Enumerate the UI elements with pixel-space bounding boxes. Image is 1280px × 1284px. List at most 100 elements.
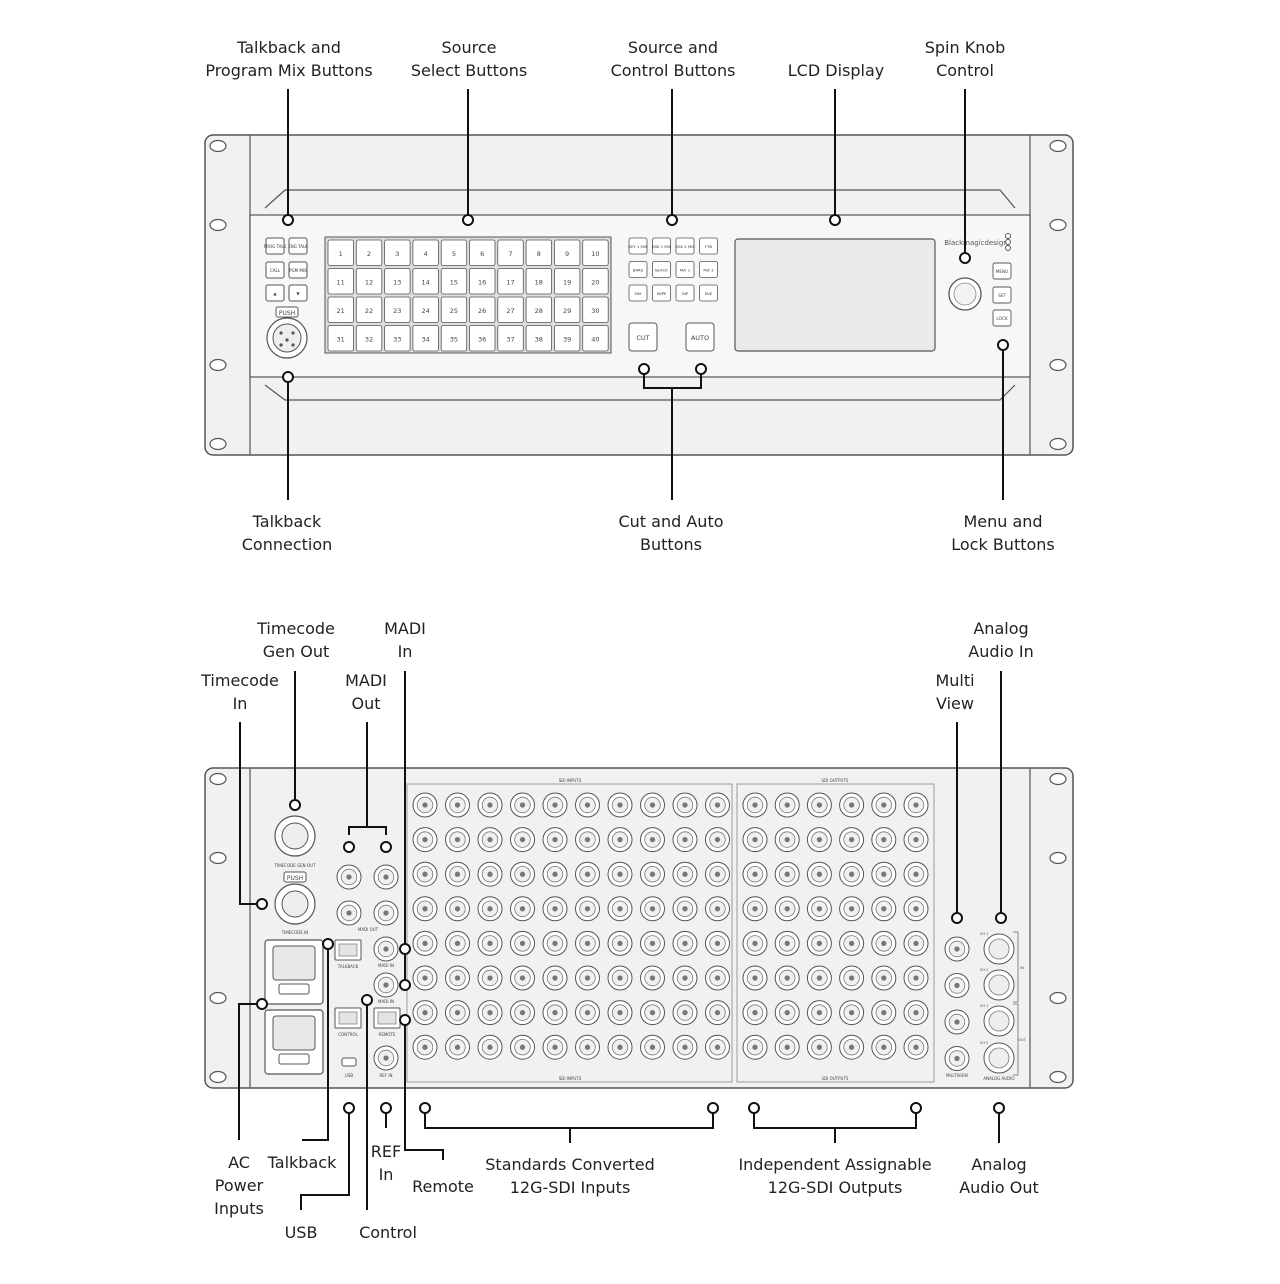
- control-button-label: DSK 2 MIX: [675, 244, 695, 249]
- sdi-input-bnc-pin: [422, 940, 428, 947]
- callout-dot: [419, 1102, 431, 1114]
- talkback-button: [265, 261, 285, 279]
- talkback-button: [265, 237, 285, 255]
- source-select-button: [384, 325, 411, 352]
- sdi-output-bnc-pin: [784, 975, 790, 981]
- callout-analog-audio-out: Analog Audio Out: [959, 1155, 1039, 1197]
- source-select-button: [384, 268, 411, 295]
- control-button: [675, 261, 695, 278]
- sdi-output-bnc-pin: [848, 836, 855, 843]
- sdi-input-bnc-pin: [584, 1009, 591, 1016]
- xlr-push-label: PUSH: [287, 875, 303, 882]
- sdi-input-bnc-pin: [552, 906, 558, 912]
- source-select-button: [327, 239, 354, 266]
- analog-out-label: OUT: [1018, 1038, 1026, 1042]
- source-select-button: [582, 296, 609, 323]
- madi-out-bnc-pin: [383, 874, 389, 880]
- sdi-output-bnc-pin: [784, 1009, 790, 1016]
- auto-button-label: AUTO: [691, 334, 709, 342]
- source-select-button: [497, 325, 524, 352]
- control-button: [675, 237, 695, 255]
- callout-dot: [748, 1102, 760, 1114]
- sdi-output-bnc-pin: [752, 871, 758, 877]
- sdi-output-bnc-pin: [752, 975, 758, 981]
- control-button-label: FTB: [705, 244, 712, 249]
- callout-dot: [361, 994, 373, 1006]
- xlr-pin: [291, 331, 295, 335]
- sdi-input-bnc-pin: [487, 871, 493, 877]
- callout-madi-in: MADI In: [384, 619, 426, 661]
- side-button-label: SET: [998, 293, 1006, 298]
- side-button: [992, 262, 1012, 280]
- sdi-output-bnc-pin: [913, 940, 919, 947]
- usb-port: [341, 1057, 357, 1067]
- callout-dot: [666, 214, 678, 226]
- sdi-output-bnc-pin: [848, 802, 855, 808]
- sdi-input-bnc-pin: [649, 871, 656, 877]
- sdi-output-bnc-pin: [752, 940, 758, 947]
- callout-timecode-gen-out: Timecode Gen Out: [257, 619, 335, 661]
- control-button: [628, 284, 648, 302]
- callout-dot: [993, 1102, 1005, 1114]
- rear-leader-line: [239, 722, 262, 905]
- talkback-button: [288, 237, 308, 255]
- sdi-input-bnc-pin: [714, 975, 721, 981]
- sdi-input-bnc-pin: [552, 802, 558, 808]
- control-button-label: BLACK: [655, 268, 668, 273]
- sdi-input-bnc-pin: [682, 975, 688, 981]
- source-select-label: 2: [367, 250, 371, 258]
- control-button-label: DSK 1 MIX: [652, 244, 672, 249]
- sdi-input-bnc-pin: [649, 906, 656, 912]
- source-select-button: [412, 296, 439, 323]
- sdi-input-bnc-pin: [584, 871, 591, 877]
- talkback-button-label: CALL: [270, 268, 281, 273]
- rear-leader-line: [302, 944, 329, 1141]
- sdi-input-bnc-pin: [487, 1044, 493, 1050]
- source-select-label: 18: [535, 279, 543, 287]
- source-select-label: 17: [506, 279, 514, 287]
- control-button-label: DVE: [705, 291, 713, 296]
- control-button: [675, 284, 695, 302]
- xlr-pin: [279, 331, 283, 335]
- timecode-gen-out-inner: [281, 822, 309, 850]
- sdi-outputs-label-top: SDI OUTPUTS: [822, 778, 849, 783]
- control-button: [699, 261, 718, 278]
- sdi-input-bnc-pin: [552, 975, 558, 981]
- rack-ear-hole: [1049, 358, 1067, 372]
- sdi-output-bnc-pin: [848, 975, 855, 981]
- sdi-output-bnc-pin: [881, 871, 887, 877]
- sdi-output-bnc-pin: [816, 906, 823, 912]
- source-select-label: 3: [395, 250, 399, 258]
- control-button: [652, 284, 671, 302]
- control-button-label: M/F 1: [680, 268, 691, 273]
- sdi-output-bnc-pin: [913, 906, 919, 912]
- source-select-button: [384, 239, 411, 266]
- callout-spin-knob: Spin Knob Control: [924, 38, 1006, 80]
- sdi-input-bnc-pin: [584, 836, 591, 843]
- sdi-output-bnc-pin: [881, 906, 887, 912]
- sdi-output-bnc-pin: [784, 836, 790, 843]
- rack-ear-hole: [1049, 437, 1067, 451]
- sdi-input-bnc-pin: [649, 940, 656, 947]
- callout-dot: [380, 1102, 392, 1114]
- control-button-label: M/F 2: [703, 268, 714, 273]
- sdi-input-bnc-pin: [422, 1009, 428, 1016]
- source-select-label: 21: [337, 307, 345, 315]
- callout-madi-out: MADI Out: [345, 671, 387, 713]
- callout-dot: [707, 1102, 719, 1114]
- multiview-bnc-pin: [954, 946, 960, 952]
- source-select-button: [525, 239, 552, 266]
- sdi-input-bnc-pin: [519, 1044, 526, 1050]
- ac-power-socket: [272, 1015, 316, 1051]
- rack-ear-hole: [209, 218, 227, 232]
- talkback-button-label: ENG TALK: [288, 244, 308, 249]
- sdi-output-bnc-pin: [848, 940, 855, 947]
- callout-dot: [282, 214, 294, 226]
- sdi-input-bnc-pin: [584, 906, 591, 912]
- source-select-button: [327, 325, 354, 352]
- analog-audio-ch-label: CH 1: [980, 1004, 988, 1008]
- sdi-input-bnc-pin: [454, 940, 461, 947]
- callout-dot: [343, 1102, 355, 1114]
- callout-ref-in: REF In: [370, 1142, 402, 1184]
